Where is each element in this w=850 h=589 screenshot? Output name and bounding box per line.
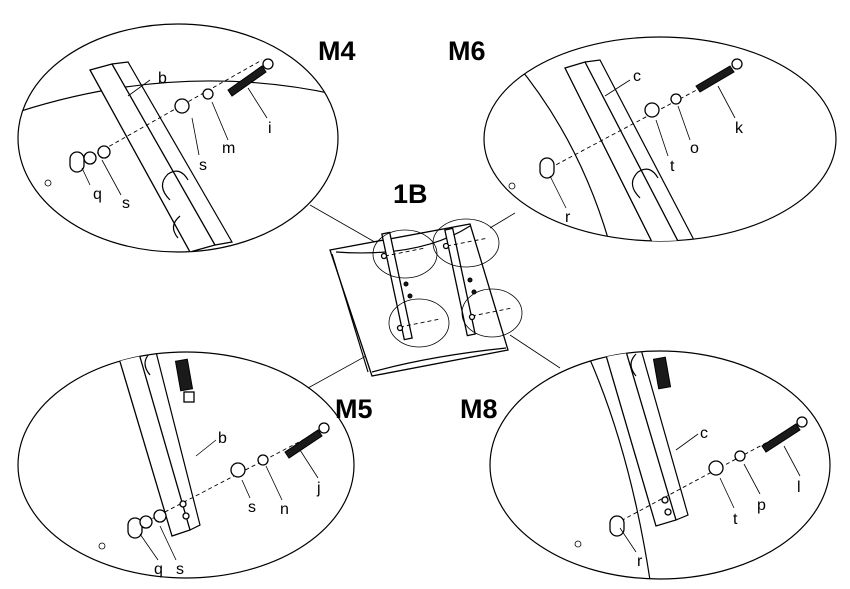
spacer-r xyxy=(539,157,555,179)
title-m5: M5 xyxy=(335,394,373,424)
lock-washer-m xyxy=(202,88,214,100)
label-n: n xyxy=(280,501,289,518)
washer-small xyxy=(83,151,97,165)
label-q: q xyxy=(93,186,102,203)
label-b: b xyxy=(218,430,227,447)
title-m8: M8 xyxy=(460,394,498,424)
mini-screws xyxy=(380,237,513,332)
spacer-q xyxy=(69,151,85,173)
screw-j xyxy=(284,429,323,459)
label-c: c xyxy=(700,425,708,442)
spacer-r xyxy=(609,515,625,537)
label-i: i xyxy=(268,120,272,137)
label-r: r xyxy=(565,209,571,226)
label-s: s xyxy=(248,499,256,516)
label-j: j xyxy=(316,480,321,497)
panel-top-right: M6 c t o k r xyxy=(448,36,837,242)
washer-large-t xyxy=(644,102,660,118)
screw-i xyxy=(227,65,267,97)
label-o: o xyxy=(690,140,699,157)
washer-small xyxy=(139,515,153,529)
label-l: l xyxy=(797,479,801,496)
label-s-spacer: s xyxy=(176,561,184,578)
label-b: b xyxy=(158,70,167,87)
label-p: p xyxy=(757,497,766,514)
label-m: m xyxy=(222,140,235,157)
center-overview: 1B xyxy=(329,179,523,377)
lock-washer-n xyxy=(257,454,269,466)
label-s-spacer: s xyxy=(122,195,130,212)
washer-large-t xyxy=(708,460,724,476)
panel-bottom-right-circle xyxy=(489,350,831,580)
washer-small-2 xyxy=(153,509,167,523)
label-k: k xyxy=(735,120,744,137)
panel-bottom-left-circle xyxy=(17,351,355,579)
label-r: r xyxy=(637,553,643,570)
label-s: s xyxy=(199,157,207,174)
lock-washer-p xyxy=(734,450,746,462)
panel-bottom-left: M5 b s n j q s xyxy=(17,351,373,579)
panel-top-left-circle xyxy=(17,23,339,253)
title-m4: M4 xyxy=(318,36,356,66)
panel-top-left: M4 b s m i q s xyxy=(17,23,356,253)
washer-large-s xyxy=(230,462,246,478)
label-t: t xyxy=(670,158,675,175)
panel-bottom-right: M8 c t p l r xyxy=(460,350,831,580)
screw-l xyxy=(761,423,801,453)
label-c: c xyxy=(633,68,641,85)
connector-lines xyxy=(307,204,561,389)
label-t: t xyxy=(733,511,738,528)
title-m6: M6 xyxy=(448,36,486,66)
center-label: 1B xyxy=(393,179,428,209)
washer-large-s xyxy=(174,98,190,114)
screw-k xyxy=(695,65,735,93)
label-q: q xyxy=(154,561,163,578)
washer-small-2 xyxy=(97,145,111,159)
lock-washer-o xyxy=(670,93,682,105)
spacer-q xyxy=(127,517,143,539)
